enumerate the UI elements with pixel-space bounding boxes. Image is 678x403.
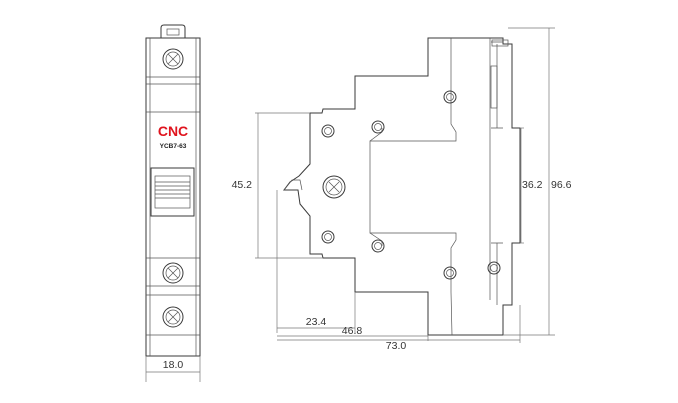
side-inner-contour bbox=[369, 38, 457, 336]
brand-logo: CNC bbox=[158, 123, 188, 139]
rivet-icon bbox=[371, 120, 385, 134]
dim-45-2-label: 45.2 bbox=[232, 179, 253, 191]
toggle-handle bbox=[150, 167, 195, 217]
pivot-screw-icon bbox=[322, 175, 346, 199]
rivet-icon bbox=[443, 266, 457, 280]
terminal-screw-top-icon bbox=[162, 48, 184, 70]
dim-23-4-label: 23.4 bbox=[306, 316, 327, 328]
side-view: 45.2 36.2 96.6 23.4 46.8 bbox=[232, 27, 572, 352]
dim-36-2-label: 36.2 bbox=[522, 179, 543, 191]
rivet-icon bbox=[321, 124, 335, 138]
dim-96-6: 96.6 bbox=[503, 27, 572, 336]
dim-46-8: 46.8 bbox=[277, 325, 429, 341]
rivet-icon bbox=[371, 239, 385, 253]
front-body-outline bbox=[145, 37, 201, 357]
dim-width-label: 18.0 bbox=[163, 359, 184, 371]
dim-45-2: 45.2 bbox=[232, 112, 323, 259]
dim-73-0: 73.0 bbox=[277, 305, 521, 352]
dim-23-4: 23.4 bbox=[276, 190, 356, 333]
rivet-icon bbox=[487, 261, 501, 275]
din-clip-top bbox=[160, 24, 186, 38]
dim-73-0-label: 73.0 bbox=[386, 340, 407, 352]
side-body-outline bbox=[283, 37, 521, 336]
rivet-icon bbox=[443, 90, 457, 104]
front-view: CNC YCB7-63 18.0 bbox=[145, 24, 201, 382]
model-number: YCB7-63 bbox=[160, 143, 187, 150]
rivet-icon bbox=[321, 230, 335, 244]
dim-96-6-label: 96.6 bbox=[551, 179, 572, 191]
terminal-screw-lower-icon bbox=[162, 306, 184, 328]
dim-46-8-label: 46.8 bbox=[342, 325, 363, 337]
terminal-screw-bottom-icon bbox=[162, 262, 184, 284]
dim-36-2: 36.2 bbox=[520, 127, 543, 244]
